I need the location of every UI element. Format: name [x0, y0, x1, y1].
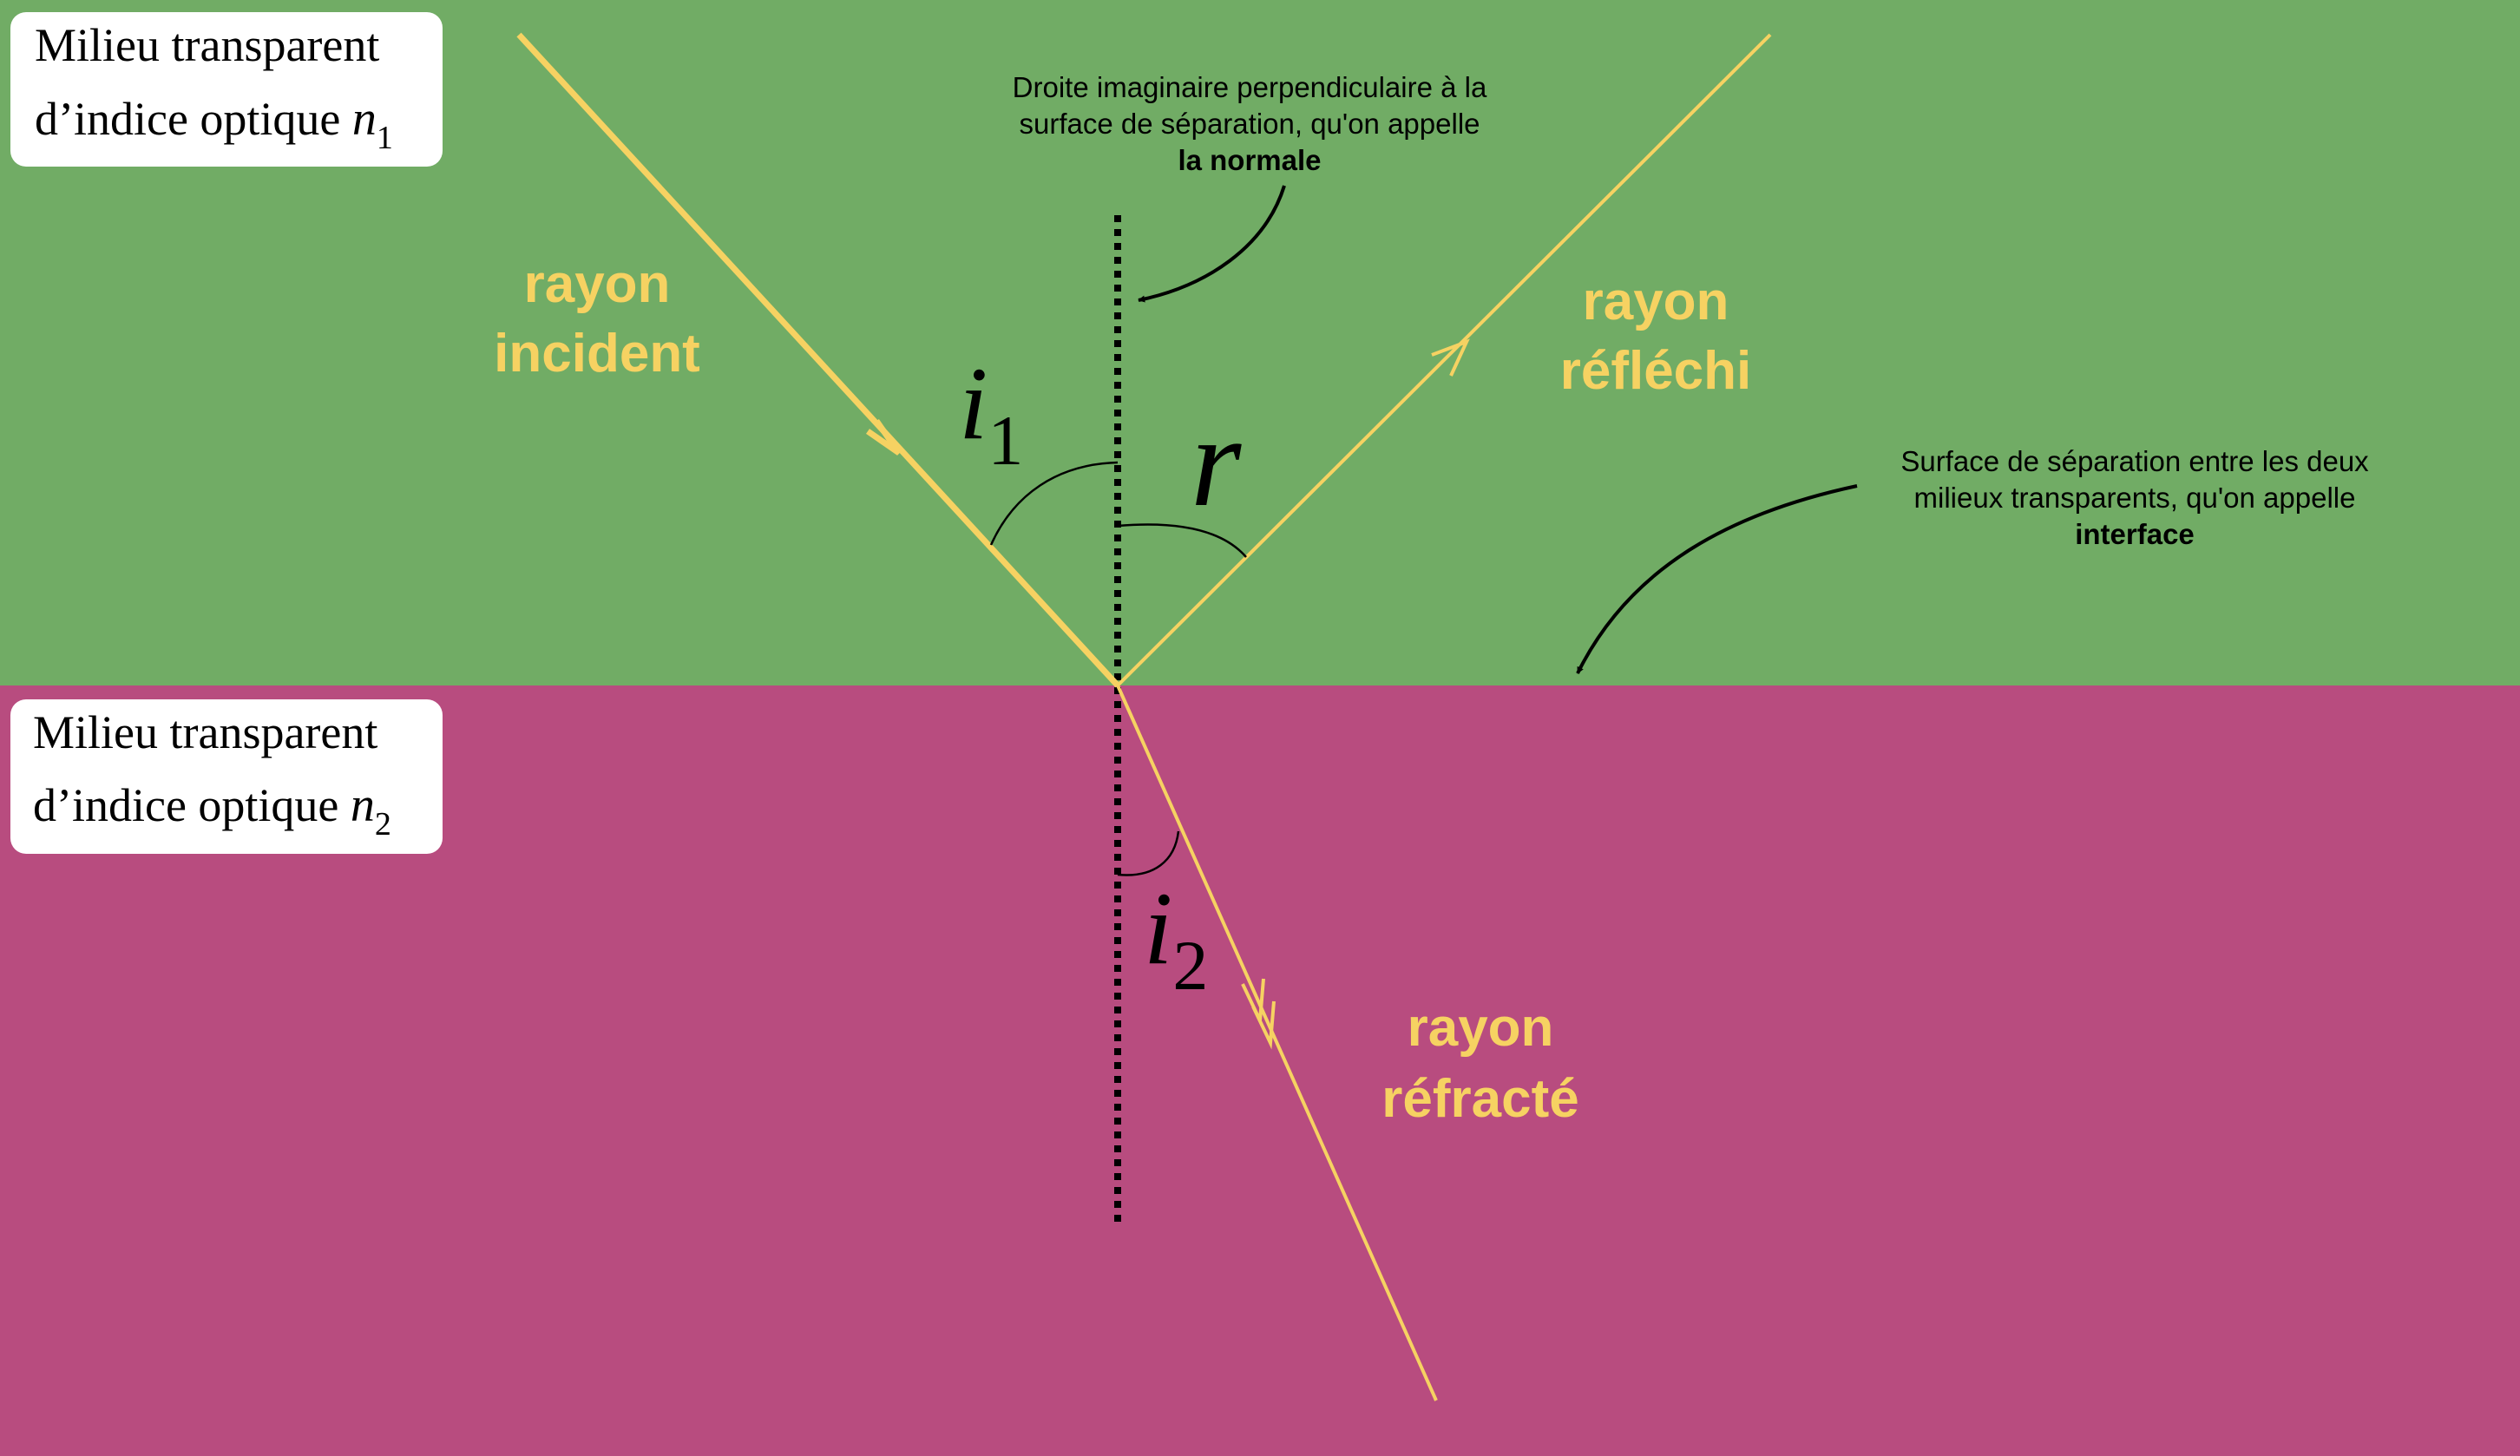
medium-1-label: Milieu transparent d’indice optique n1 [10, 12, 443, 167]
refracted-ray-label-line1: rayon [1408, 998, 1554, 1058]
medium-2-index-sub: 2 [375, 806, 391, 843]
angle-arc-i1 [989, 461, 1119, 546]
angle-i1-var: i [959, 345, 988, 461]
refracted-ray-label-line2: réfracté [1381, 1069, 1578, 1129]
incident-ray-label-line2: incident [494, 324, 700, 384]
medium-2-label: Milieu transparent d’indice optique n2 [10, 699, 443, 854]
angle-i2-label: i2 [1144, 870, 1208, 1005]
refracted-ray [1116, 685, 1438, 1401]
medium-2-label-prefix: d’indice optique [33, 779, 351, 831]
medium-1-label-prefix: d’indice optique [35, 93, 352, 145]
interface-annotation-line3: interface [2075, 518, 2195, 550]
medium-1-label-line2: d’indice optique n1 [35, 92, 393, 156]
medium-2-label-line1: Milieu transparent [33, 706, 377, 758]
incident-ray-label: rayon incident [494, 254, 700, 384]
medium-2-label-line2: d’indice optique n2 [33, 778, 391, 843]
angle-i2-sub: 2 [1172, 926, 1208, 1005]
angle-i1-sub: 1 [988, 401, 1023, 480]
incident-ray-label-line1: rayon [524, 254, 671, 314]
angle-arc-r [1117, 523, 1247, 558]
refracted-ray-arrow-2 [1251, 1000, 1276, 1050]
interface-annotation-line1: Surface de séparation entre les deux [1900, 445, 2369, 477]
interface-annotation: Surface de séparation entre les deux mil… [1900, 445, 2369, 550]
normal-annotation-line2: surface de séparation, qu'on appelle [1019, 108, 1480, 140]
refracted-ray-label: rayon réfracté [1381, 998, 1578, 1129]
incident-ray-arrow [866, 418, 902, 456]
angle-i1-label: i1 [959, 345, 1023, 480]
angle-r-label: r [1191, 390, 1242, 534]
reflected-ray-label: rayon réfléchi [1560, 272, 1752, 401]
angle-i2-var: i [1144, 870, 1172, 986]
medium-2-index-var: n [351, 778, 375, 832]
normal-annotation-line3: la normale [1178, 144, 1321, 176]
reflected-ray-label-line2: réfléchi [1560, 341, 1752, 401]
reflected-ray-arrow [1431, 338, 1470, 377]
incident-ray [516, 32, 1120, 688]
angle-arc-i2 [1117, 830, 1180, 876]
medium-1-index-var: n [352, 92, 377, 146]
interface-annotation-arrow [1576, 484, 1858, 674]
reflected-ray-label-line1: rayon [1583, 272, 1729, 331]
normal-annotation-arrow [1138, 185, 1286, 303]
normal-annotation-line1: Droite imaginaire perpendiculaire à la [1013, 71, 1487, 103]
reflected-ray [1116, 33, 1772, 687]
medium-1-index-sub: 1 [377, 120, 393, 156]
normal-annotation: Droite imaginaire perpendiculaire à la s… [1013, 71, 1487, 176]
medium-1-label-line1: Milieu transparent [35, 19, 379, 71]
interface-annotation-line2: milieux transparents, qu'on appelle [1914, 482, 2356, 514]
